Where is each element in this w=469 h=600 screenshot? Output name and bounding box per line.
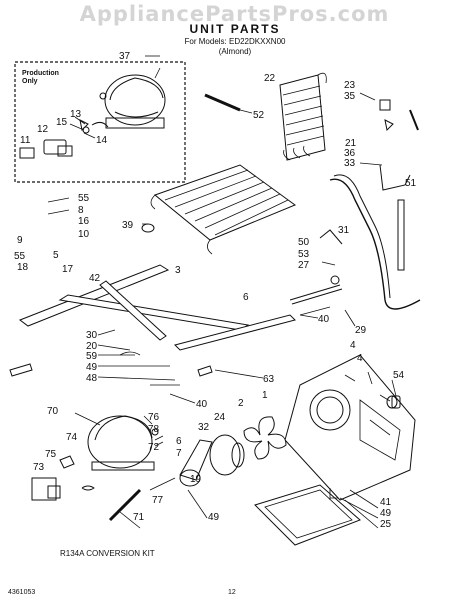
callout: 4	[357, 353, 363, 364]
callout: 4	[350, 340, 356, 351]
relay-icon	[19, 119, 109, 159]
fastener	[150, 365, 401, 500]
callout: 5	[53, 250, 59, 261]
callout: 8	[78, 205, 84, 216]
callout: 2	[238, 398, 244, 409]
callout: 78	[148, 424, 160, 435]
callout: 49	[208, 512, 220, 523]
production-only-label: Production Only	[22, 70, 59, 85]
callout: 55	[78, 193, 90, 204]
callout: 29	[355, 325, 367, 336]
callout: 7	[176, 448, 182, 459]
mounting-rail	[9, 264, 296, 377]
callout: 13	[70, 109, 82, 120]
callout: 33	[344, 158, 356, 169]
callout: 70	[47, 406, 59, 417]
callout-labels: 37 22 23 35 52 13 15 12 14 11 21 36 33 5…	[14, 51, 417, 530]
callout: 27	[298, 260, 310, 271]
callout: 17	[62, 264, 74, 275]
callout: 59	[86, 351, 98, 362]
fan-motor-icon	[284, 354, 416, 501]
callout: 50	[298, 237, 310, 248]
model-color: (Almond)	[218, 47, 252, 56]
callout: 42	[89, 273, 101, 284]
callout: 35	[344, 91, 356, 102]
callout: 54	[393, 370, 405, 381]
tubing-icon	[204, 93, 421, 310]
callout: 63	[263, 374, 275, 385]
callout: 10	[78, 229, 90, 240]
document-part-number: 4361053	[8, 589, 36, 596]
callout: 25	[380, 519, 392, 530]
callout: 24	[214, 412, 226, 423]
callout: 36	[344, 148, 356, 159]
evaporator-coil-icon	[141, 164, 297, 255]
callout: 52	[253, 110, 265, 121]
callout: 74	[66, 432, 78, 443]
callout: 40	[196, 399, 208, 410]
leader-lines	[47, 55, 397, 529]
compressor-icon	[31, 415, 164, 522]
model-number: For Models: ED22DKXXN00	[184, 37, 286, 46]
callout: 77	[152, 495, 164, 506]
callout: 76	[148, 412, 160, 423]
conversion-kit-label: R134A CONVERSION KIT	[60, 549, 155, 558]
callout: 6	[243, 292, 249, 303]
callout: 21	[345, 138, 357, 149]
mounting-bracket	[289, 229, 343, 316]
callout: 55	[14, 251, 26, 262]
production-only-box	[14, 61, 186, 183]
callout: 53	[298, 249, 310, 260]
callout: 19	[190, 474, 202, 485]
callout: 20	[86, 341, 98, 352]
drain-pan-icon	[254, 484, 361, 546]
callout: 32	[198, 422, 210, 433]
condenser-coil-icon	[279, 72, 327, 161]
callout: 37	[119, 51, 131, 62]
callout: 41	[380, 497, 392, 508]
callout: 51	[405, 178, 417, 189]
callout: 9	[17, 235, 23, 246]
callout: 39	[122, 220, 134, 231]
callout: 6	[176, 436, 182, 447]
callout: 31	[338, 225, 350, 236]
callout: 11	[20, 135, 31, 146]
callout: 14	[96, 135, 108, 146]
callout: 49	[86, 362, 98, 373]
callout: 71	[133, 512, 145, 523]
callout: 15	[56, 117, 68, 128]
callout: 48	[86, 373, 98, 384]
page-number: 12	[228, 589, 236, 596]
callout: 75	[45, 449, 57, 460]
callout: 3	[175, 265, 181, 276]
callout: 18	[17, 262, 29, 273]
page-title: UNIT PARTS	[189, 22, 281, 36]
callout: 16	[78, 216, 90, 227]
callout: 73	[33, 462, 45, 473]
callout: 40	[318, 314, 330, 325]
callout: 30	[86, 330, 98, 341]
callout: 49	[380, 508, 392, 519]
callout: 1	[262, 390, 268, 401]
watermark: AppliancePartsPros.com	[79, 2, 390, 26]
callout: 23	[344, 80, 356, 91]
callout: 72	[148, 442, 160, 453]
fan-blade-icon	[243, 416, 287, 460]
evaporator-fan-motor	[149, 434, 245, 491]
callout: 12	[37, 124, 49, 135]
callout: 22	[264, 73, 276, 84]
compressor-icon	[99, 67, 166, 129]
